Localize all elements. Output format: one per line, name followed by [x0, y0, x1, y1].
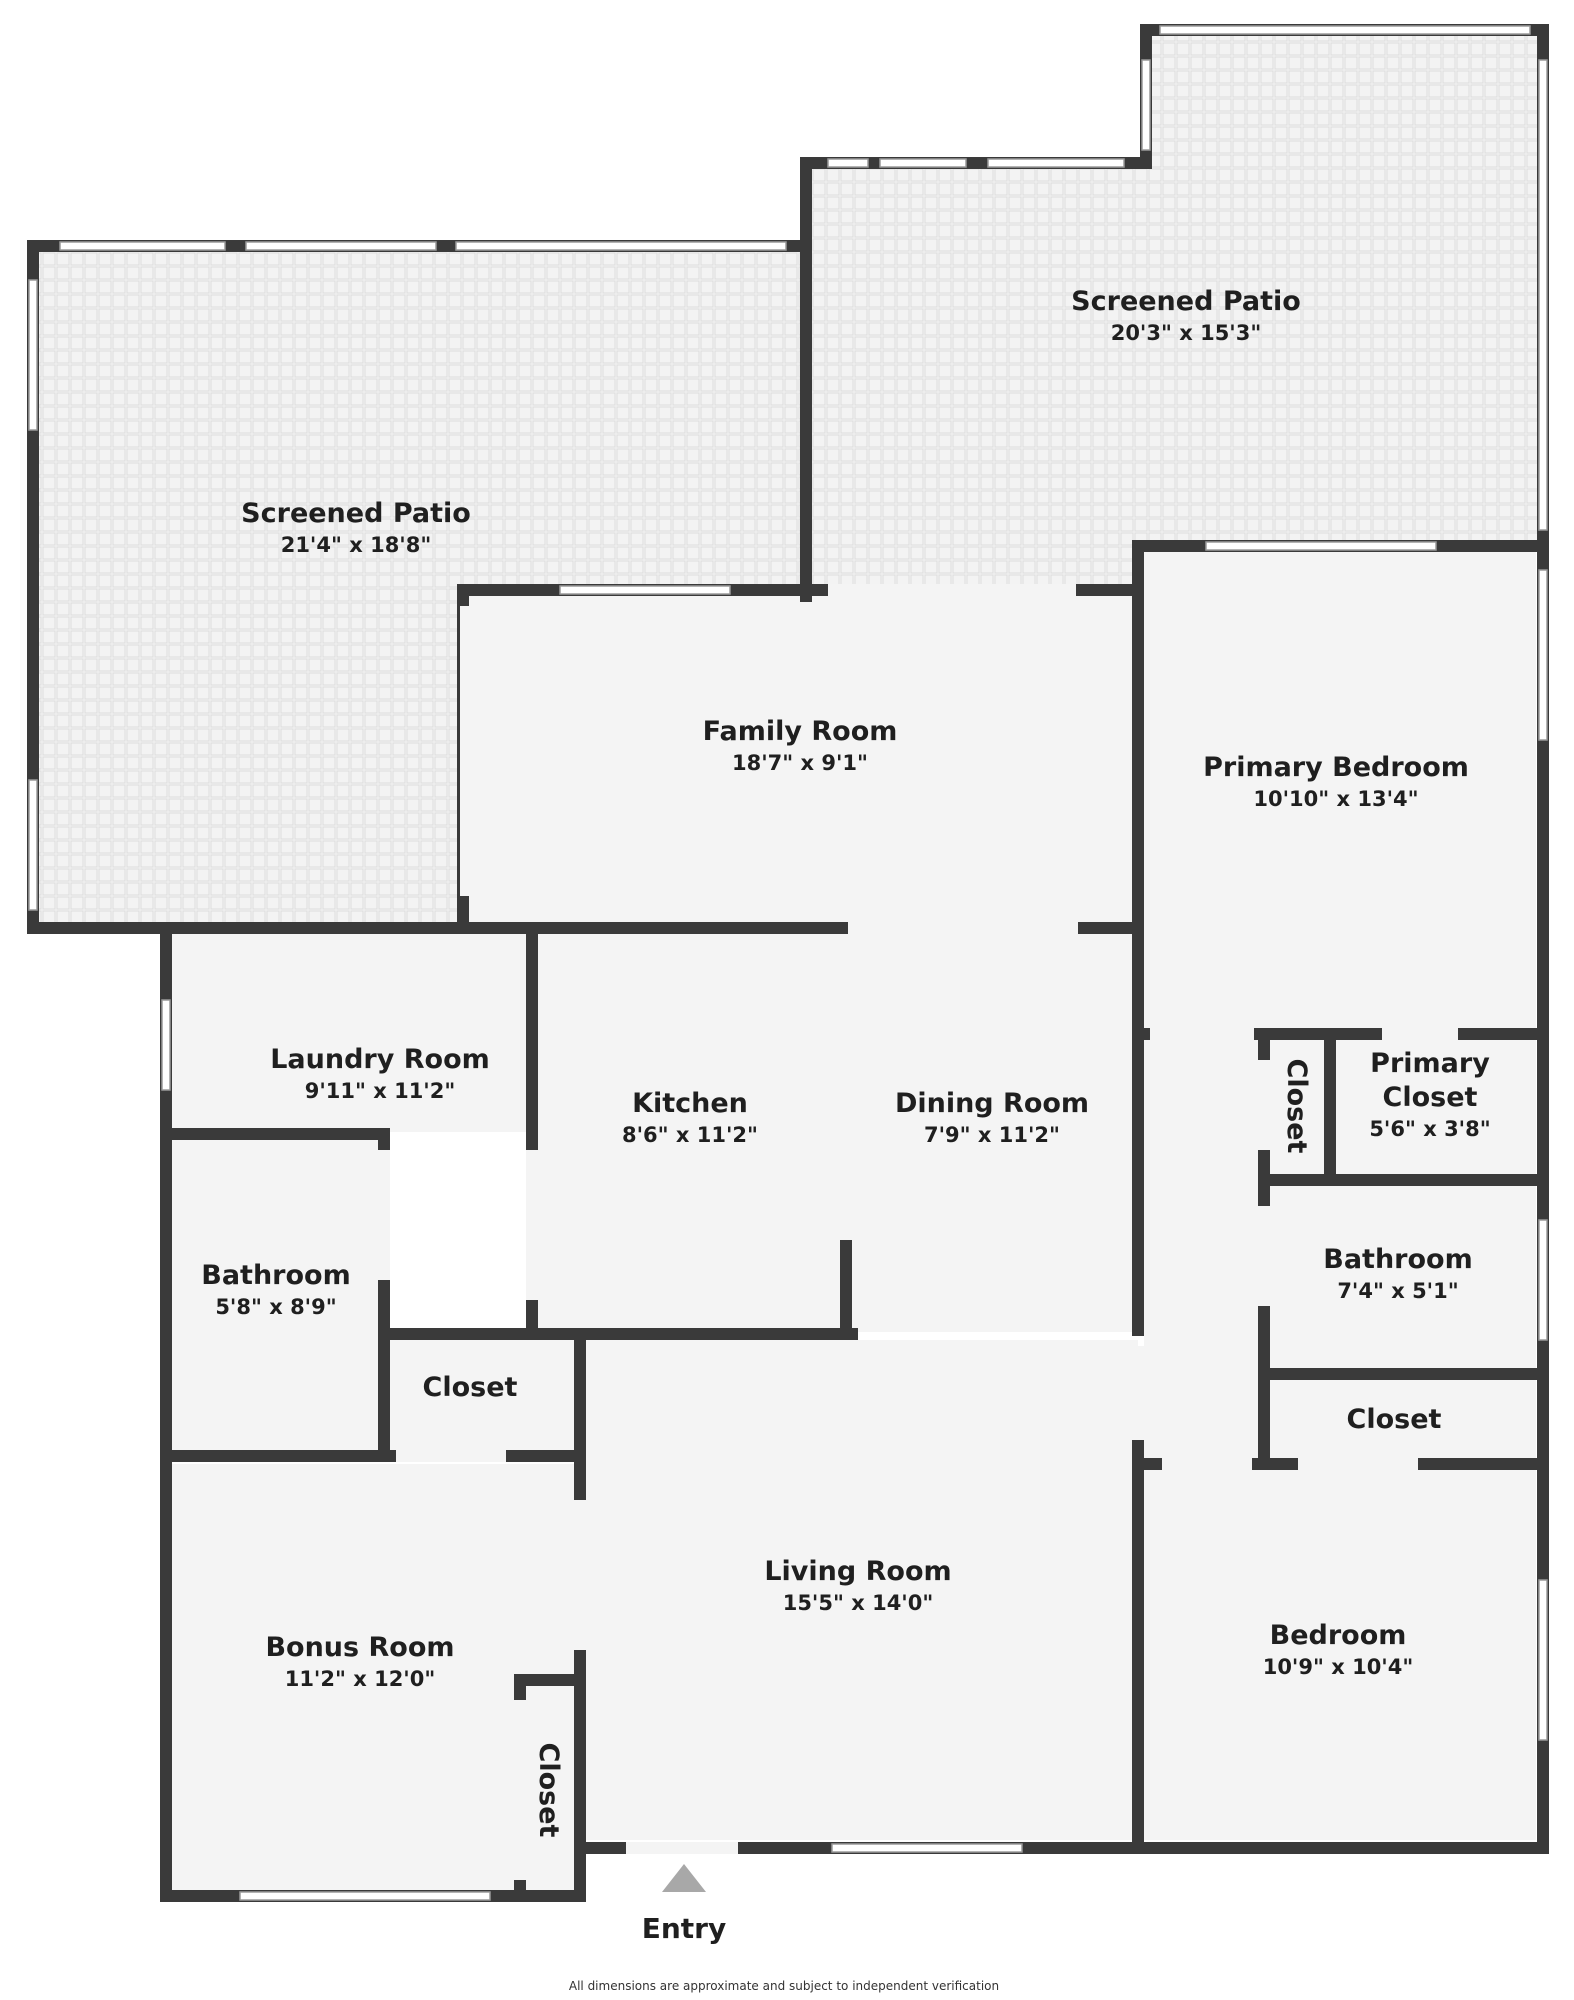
room-dims: 7'9" x 11'2" [924, 1123, 1060, 1147]
doorway [396, 1450, 506, 1462]
doorway [460, 606, 470, 896]
window [28, 279, 38, 431]
doorway [526, 1150, 538, 1300]
window [28, 779, 38, 911]
room-name: Closet [1383, 1082, 1478, 1113]
room-name: Bedroom [1270, 1620, 1407, 1651]
living-room-floor [580, 1340, 1138, 1840]
room-dims: 10'10" x 13'4" [1253, 787, 1418, 811]
doorway [828, 584, 1076, 596]
room-name: Primary [1370, 1048, 1490, 1079]
bedroom-floor [1144, 1470, 1536, 1840]
kitchen-dining-floor [538, 932, 1138, 1332]
window [879, 158, 967, 168]
doorway [514, 1700, 526, 1880]
doorway [1150, 1028, 1254, 1040]
closet-center-floor [388, 1340, 574, 1452]
room-name: Bathroom [1323, 1244, 1472, 1275]
room-name: Kitchen [632, 1088, 748, 1119]
entry-doorway [626, 1842, 738, 1854]
floors [33, 36, 1537, 1892]
room-dims: 11'2" x 12'0" [285, 1667, 436, 1691]
window [245, 241, 437, 251]
screened-patio-left-floor [33, 252, 802, 923]
window [1159, 25, 1531, 35]
family-room-floor [469, 596, 1138, 925]
doorway [574, 1500, 586, 1650]
disclaimer: All dimensions are approximate and subje… [569, 1979, 999, 1993]
windows [28, 25, 1548, 1901]
entry-label: Entry [642, 1912, 727, 1945]
doorway [1298, 1458, 1418, 1470]
room-name: Screened Patio [1071, 286, 1301, 317]
room-dims: 9'11" x 11'2" [305, 1079, 456, 1103]
doorway [1258, 1060, 1270, 1150]
room-dims: 20'3" x 15'3" [1111, 321, 1262, 345]
doorway [378, 1150, 390, 1280]
room-name: Primary Bedroom [1203, 752, 1469, 783]
closet-primary-side-floor [1270, 1040, 1326, 1174]
room-dims: 7'4" x 5'1" [1337, 1279, 1458, 1303]
doorway [1258, 1206, 1270, 1306]
room-dims: 8'6" x 11'2" [622, 1123, 758, 1147]
window [455, 241, 787, 251]
room-dims: 5'6" x 3'8" [1369, 1117, 1490, 1141]
room-dims: 21'4" x 18'8" [281, 533, 432, 557]
room-name: Family Room [703, 716, 898, 747]
primary-bedroom-floor [1144, 552, 1536, 1032]
doorway [1162, 1458, 1252, 1470]
window [987, 158, 1125, 168]
window [1538, 1219, 1548, 1341]
room-name: Closet [1281, 1059, 1312, 1154]
room-name: Screened Patio [241, 498, 471, 529]
window [827, 158, 869, 168]
room-name: Laundry Room [270, 1044, 490, 1075]
room-name: Bonus Room [265, 1632, 454, 1663]
laundry-room-floor [172, 932, 530, 1132]
window [161, 999, 171, 1091]
window [1538, 569, 1548, 741]
bathroom-left-floor [172, 1140, 380, 1452]
screened-patio-right-floor [810, 36, 1537, 596]
doorways [378, 584, 1458, 1880]
closet-bonus-floor [526, 1686, 574, 1892]
window [1205, 541, 1437, 551]
room-name: Closet [1347, 1404, 1442, 1435]
closet-right-floor [1270, 1380, 1536, 1458]
primary-closet-floor [1336, 1040, 1536, 1174]
room-name: Bathroom [201, 1260, 350, 1291]
room-dims: 15'5" x 14'0" [783, 1591, 934, 1615]
room-dims: 18'7" x 9'1" [732, 751, 868, 775]
room-dims: 10'9" x 10'4" [1263, 1655, 1414, 1679]
bathroom-right-floor [1270, 1186, 1536, 1368]
room-name: Closet [423, 1372, 518, 1403]
window [1141, 59, 1151, 151]
window [1538, 59, 1548, 531]
window [831, 1843, 1023, 1853]
doorway [1132, 1346, 1144, 1440]
doorway [848, 922, 1078, 934]
room-name: Closet [533, 1743, 564, 1838]
doorway [1382, 1028, 1458, 1040]
room-dims: 5'8" x 8'9" [215, 1295, 336, 1319]
window [239, 1891, 491, 1901]
window [1538, 1579, 1548, 1741]
room-name: Dining Room [895, 1088, 1089, 1119]
entry-arrow-icon [662, 1864, 706, 1892]
labels: Screened Patio 21'4" x 18'8" Screened Pa… [201, 286, 1490, 1838]
hall-floor [1144, 1040, 1258, 1460]
room-name: Living Room [764, 1556, 951, 1587]
window [59, 241, 226, 251]
window [559, 585, 731, 595]
bonus-room-floor [172, 1464, 580, 1892]
